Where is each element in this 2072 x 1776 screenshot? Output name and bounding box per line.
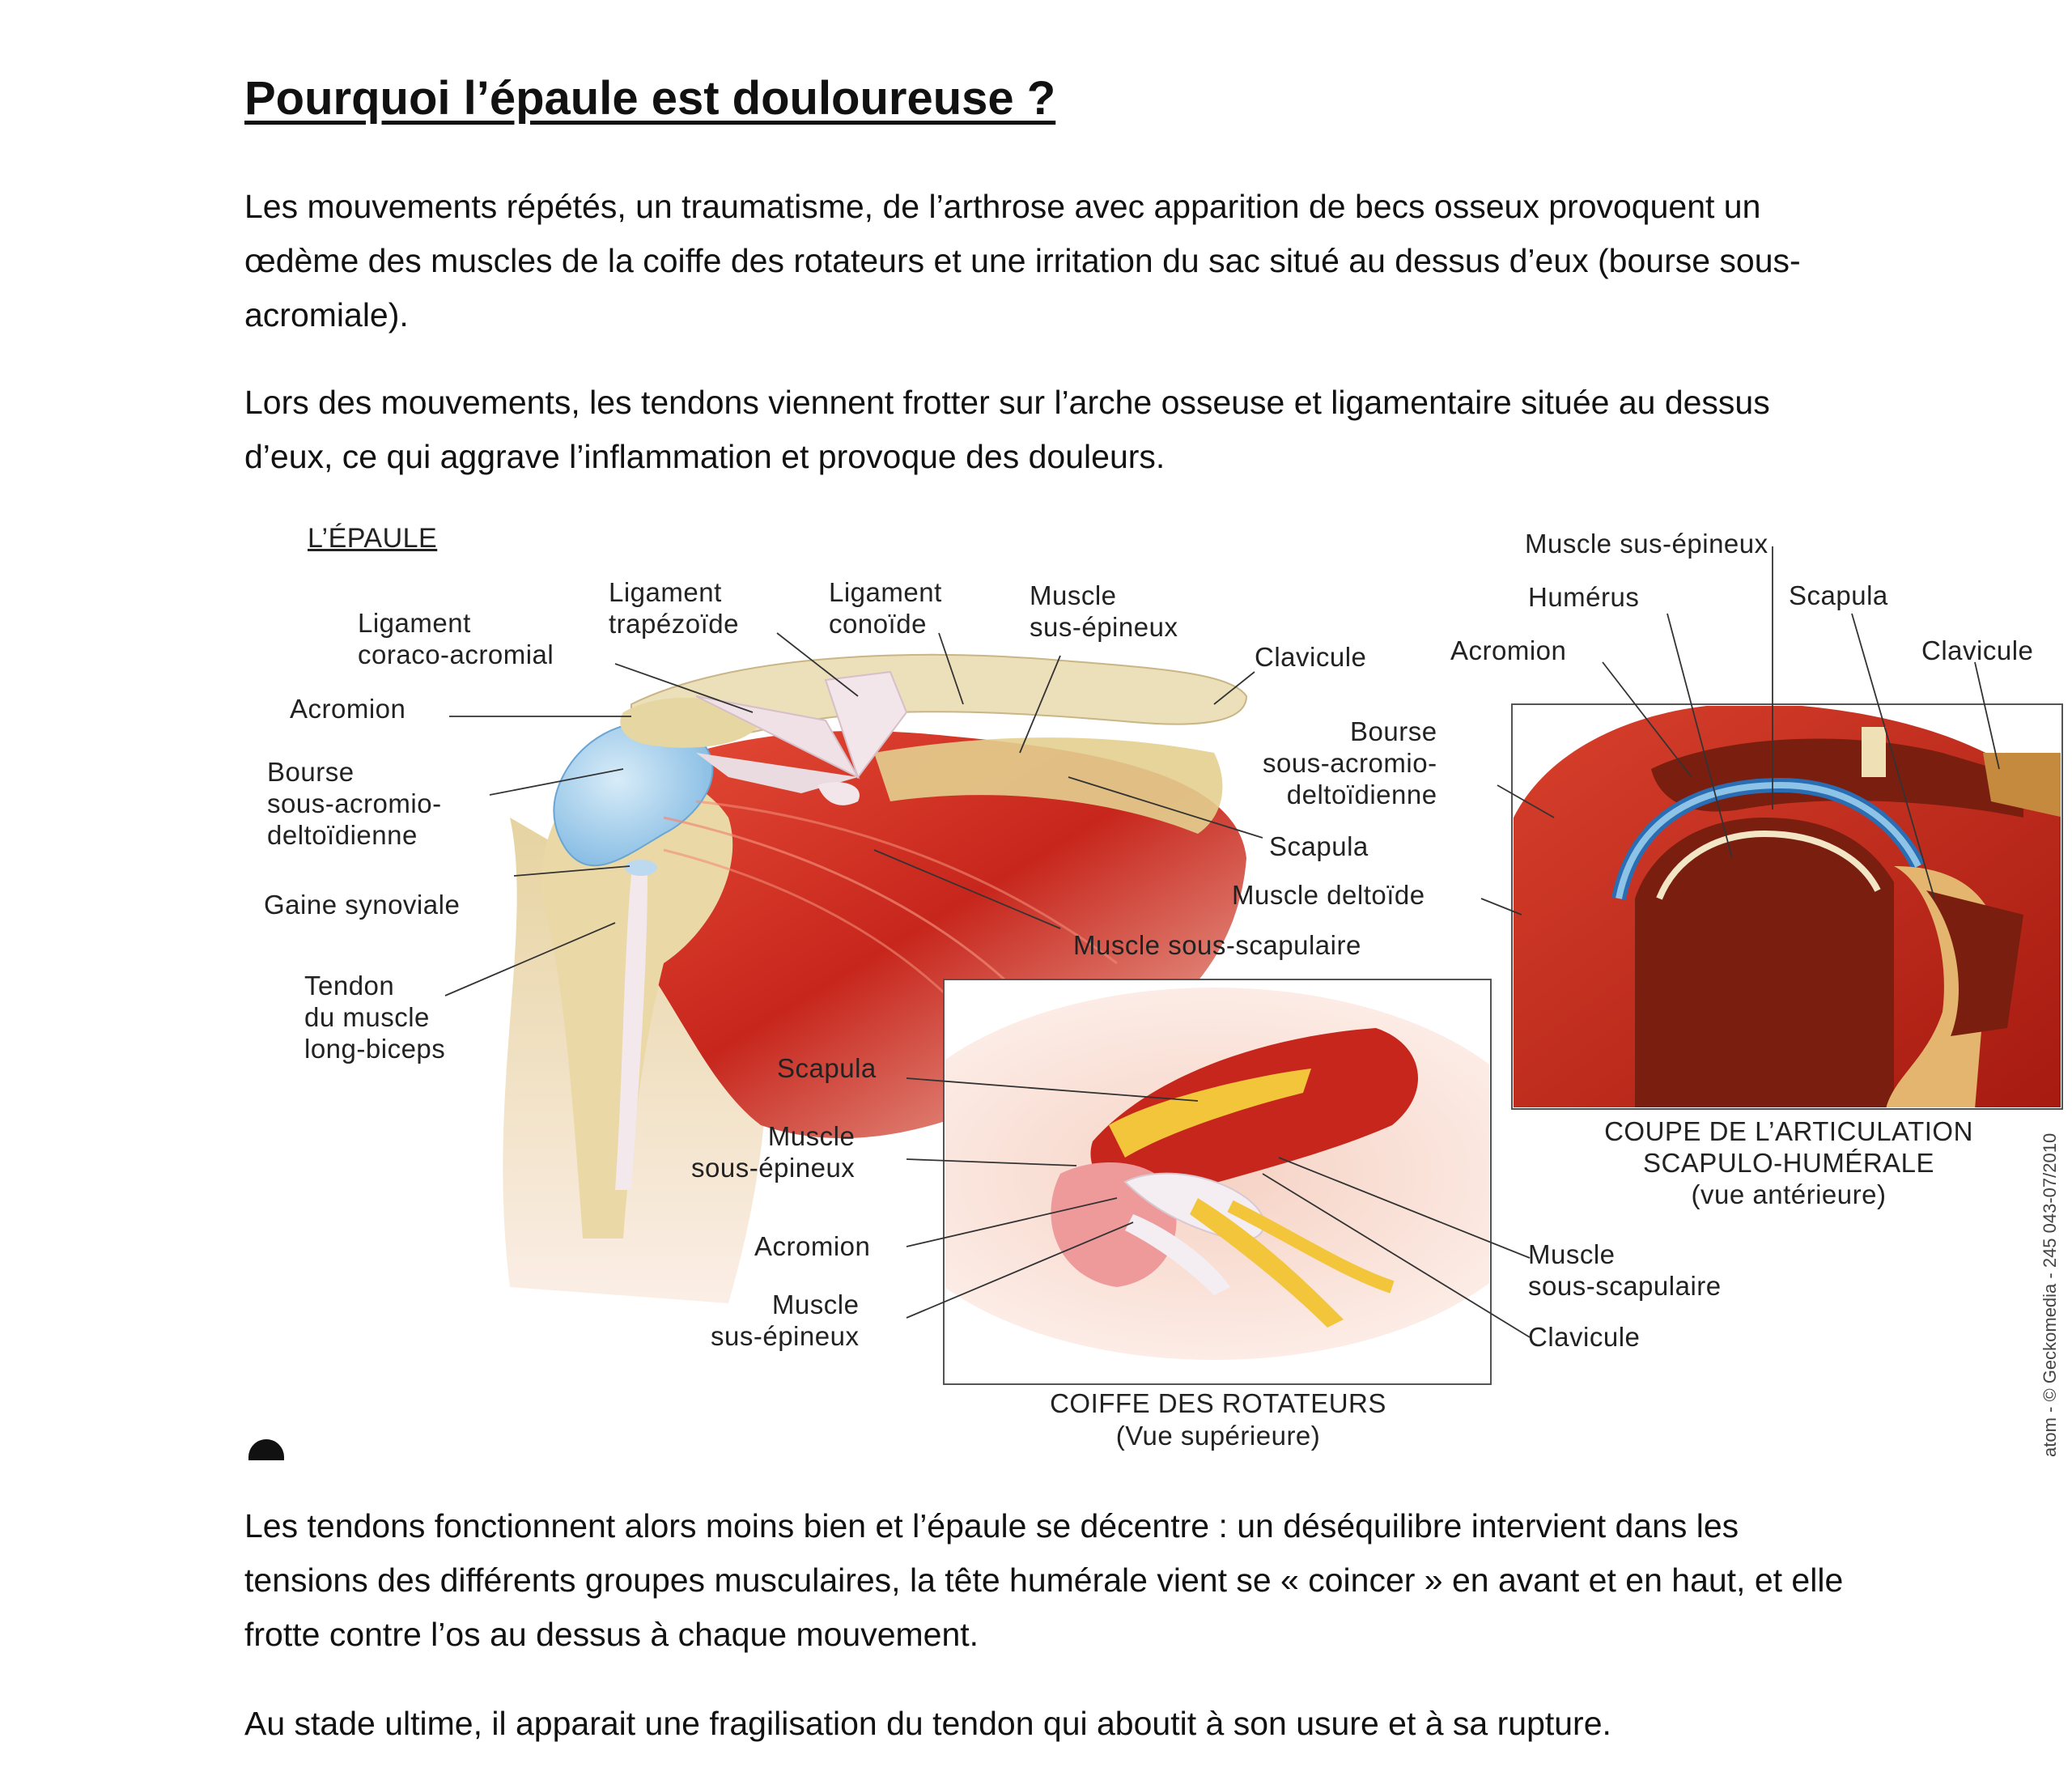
coiffe-caption-sub: (Vue supérieure): [1115, 1421, 1321, 1451]
label-ligament-conoide: Ligament conoïde: [829, 577, 942, 639]
coiffe-caption: COIFFE DES ROTATEURS: [1050, 1388, 1386, 1418]
label-coupe-humerus: Humérus: [1528, 582, 1640, 612]
label-coiffe-clavicule: Clavicule: [1528, 1322, 1641, 1352]
label-clavicule: Clavicule: [1255, 642, 1367, 672]
label-muscle-sous-scapulaire: Muscle sous-scapulaire: [1073, 930, 1361, 960]
page-title: Pourquoi l’épaule est douloureuse ?: [244, 72, 1056, 125]
paragraph-friction: Lors des mouvements, les tendons viennen…: [244, 384, 1770, 475]
label-coupe-clavicule: Clavicule: [1921, 635, 2034, 665]
label-coiffe-acromion: Acromion: [754, 1231, 871, 1261]
label-coiffe-sus-epineux: Muscle sus-épineux: [711, 1290, 860, 1351]
label-coiffe-sous-scapulaire: Muscle sous-scapulaire: [1528, 1239, 1722, 1301]
label-gaine-synoviale: Gaine synoviale: [264, 890, 461, 920]
coupe-caption: COUPE DE L’ARTICULATION SCAPULO-HUMÉRALE: [1604, 1116, 1973, 1178]
label-coupe-scapula: Scapula: [1789, 580, 1888, 610]
coupe-caption-sub: (vue antérieure): [1691, 1179, 1887, 1209]
figure-heading: L’ÉPAULE: [308, 523, 438, 554]
label-coupe-acromion: Acromion: [1450, 635, 1567, 665]
leader-lines: [444, 546, 2000, 1338]
label-muscle-sus-epineux: Muscle sus-épineux: [1030, 580, 1178, 642]
shoulder-anatomy-figure: L’ÉPAULE Ligament coraco-acromial Ligame…: [243, 510, 2072, 1465]
label-ligament-trapezoide: Ligament trapézoïde: [609, 577, 739, 639]
shoulder-illustration: [444, 546, 2063, 1385]
paragraph-causes: Les mouvements répétés, un traumatisme, …: [244, 188, 1801, 334]
label-coupe-sus-epineux: Muscle sus-épineux: [1525, 529, 1768, 559]
paragraph-rupture: Au stade ultime, il apparait une fragili…: [244, 1705, 1611, 1742]
label-bourse-right: Bourse sous-acromio- deltoïdienne: [1263, 716, 1437, 809]
label-muscle-deltoide: Muscle deltoïde: [1232, 880, 1425, 910]
label-bourse: Bourse sous-acromio- deltoïdienne: [267, 757, 442, 850]
label-coiffe-sous-epineux: Muscle sous-épineux: [691, 1121, 856, 1183]
label-tendon-biceps: Tendon du muscle long-biceps: [304, 971, 446, 1064]
coiffe-drawing: [943, 979, 1492, 1385]
image-credit: atom - © Geckomedia - 245 043-07/2010: [2040, 1132, 2060, 1457]
paragraph-decentering: Les tendons fonctionnent alors moins bie…: [244, 1507, 1844, 1653]
label-scapula: Scapula: [1269, 831, 1369, 861]
label-acromion: Acromion: [290, 694, 406, 724]
label-ligament-coraco-acromial: Ligament coraco-acromial: [358, 608, 554, 669]
coupe-drawing: [1511, 703, 2063, 1110]
label-coiffe-scapula: Scapula: [777, 1053, 877, 1083]
